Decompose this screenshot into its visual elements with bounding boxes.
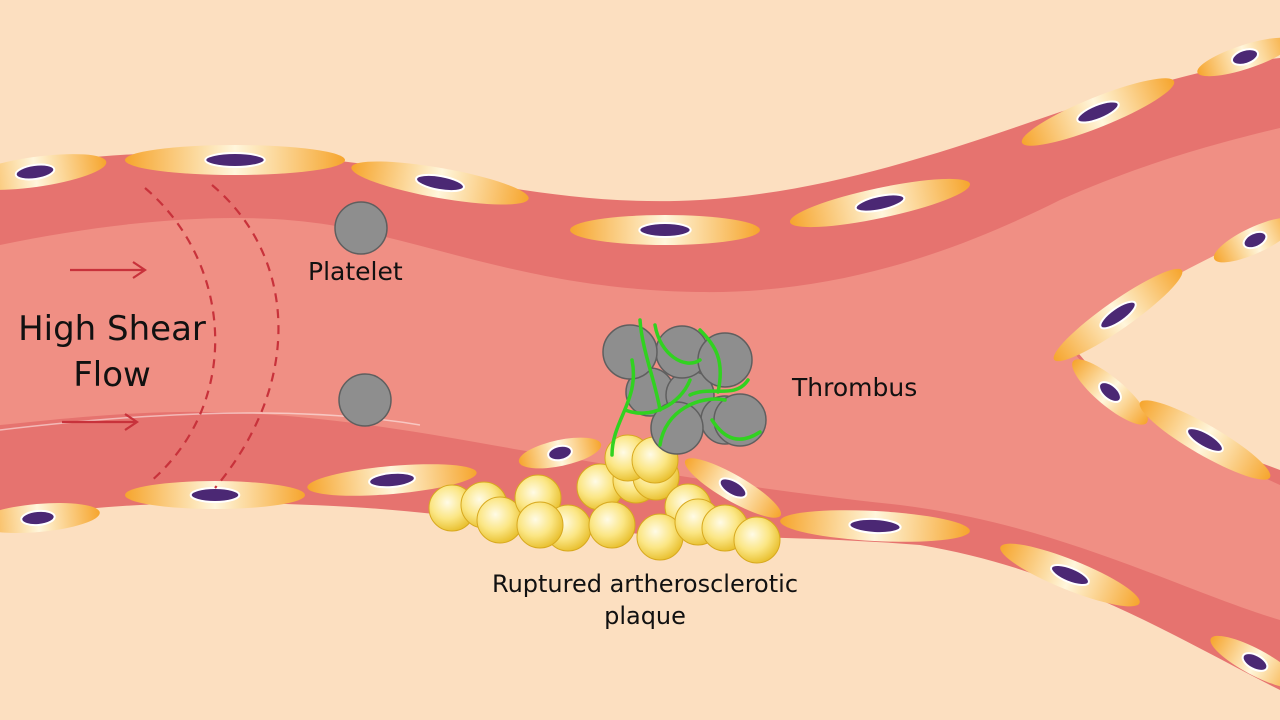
- plaque-label-line1: Ruptured artherosclerotic: [491, 570, 799, 598]
- endothelial-cell: [1021, 78, 1175, 146]
- cell-nucleus: [204, 152, 266, 168]
- endothelial-cell: [1000, 543, 1140, 607]
- endothelial-cell: [789, 178, 971, 228]
- cell-nucleus: [368, 471, 416, 489]
- endothelial-cell: [125, 145, 345, 175]
- cell-nucleus: [14, 163, 56, 181]
- cell-nucleus: [1242, 230, 1268, 250]
- cell-nucleus: [1241, 652, 1269, 672]
- plaque-label-line2: plaque: [604, 602, 686, 630]
- platelet-label: Platelet: [308, 257, 403, 286]
- cell-nucleus: [638, 222, 692, 238]
- lipid-sphere: [516, 501, 564, 549]
- plaque-label: Ruptured artherosclerotic plaque: [440, 568, 850, 632]
- flow-markers: [62, 184, 280, 489]
- flow-label-line2: Flow: [73, 355, 151, 395]
- endothelial-cell: [351, 161, 529, 205]
- lipid-sphere: [733, 516, 781, 564]
- endothelial-cell: [1139, 400, 1271, 480]
- cell-nucleus: [1050, 564, 1090, 586]
- flow-label: High Shear Flow: [12, 306, 212, 398]
- endothelial-cell: [1210, 635, 1280, 689]
- cell-nucleus: [1099, 300, 1137, 330]
- cell-nucleus: [848, 517, 902, 535]
- flow-arrow-icon: [70, 261, 147, 279]
- cell-nucleus: [1098, 381, 1122, 403]
- cell-nucleus: [718, 477, 748, 499]
- lipid-plaque: [428, 434, 781, 564]
- cell-nucleus: [189, 487, 241, 503]
- endothelial-cell: [1213, 217, 1280, 263]
- endothelial-cell: [125, 481, 305, 509]
- endothelial-cells: [0, 37, 1280, 689]
- endothelial-cell: [684, 458, 782, 518]
- cell-nucleus: [1076, 100, 1120, 124]
- endothelial-cell: [0, 503, 100, 533]
- cell-nucleus: [1230, 48, 1260, 66]
- endothelial-cell: [518, 437, 602, 469]
- endothelial-cell: [0, 154, 107, 190]
- fibrin-strands: [610, 318, 762, 457]
- platelet-circle: [338, 373, 392, 427]
- flow-label-line1: High Shear: [18, 309, 206, 349]
- thrombus-label: Thrombus: [792, 373, 918, 402]
- lipid-sphere: [588, 501, 636, 549]
- endothelial-cell: [1072, 359, 1148, 425]
- shear-front-line: [144, 187, 217, 483]
- endothelial-cell: [307, 464, 477, 496]
- endothelial-cell: [1053, 268, 1183, 362]
- flow-arrow-icon: [62, 413, 139, 431]
- endothelial-cell: [570, 215, 760, 245]
- cell-nucleus: [20, 509, 56, 527]
- cell-nucleus: [415, 173, 465, 193]
- endothelial-cell: [780, 510, 970, 542]
- cell-nucleus: [547, 444, 573, 462]
- cell-nucleus: [1186, 427, 1224, 453]
- platelet-circle: [334, 201, 388, 255]
- endothelial-cell: [1197, 37, 1280, 77]
- cell-nucleus: [854, 193, 906, 213]
